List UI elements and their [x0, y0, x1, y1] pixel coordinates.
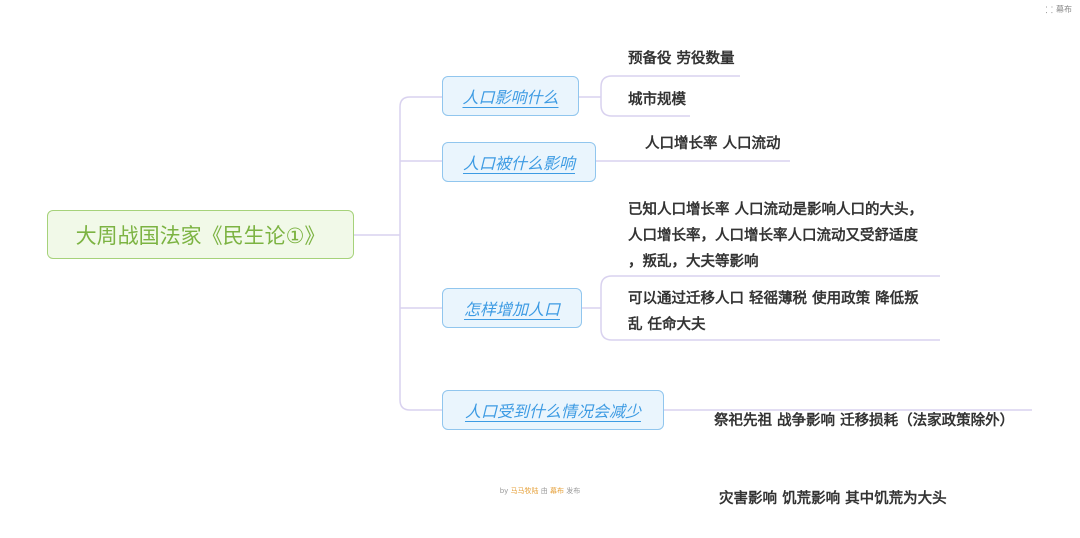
footer-by: by	[499, 487, 509, 495]
note-line: ，叛乱，大夫等影响	[628, 254, 759, 270]
fullscreen-icon: ⸬	[1045, 6, 1054, 16]
footer-via: 由	[540, 487, 548, 495]
note-line: 已知人口增长率 人口流动是影响人口的大头，	[628, 202, 924, 218]
connector-topic-1-children	[579, 75, 740, 117]
footer-author[interactable]: 马马牧陆	[510, 487, 539, 495]
topic-label: 人口影响什么	[462, 88, 559, 107]
connector-topic-3-children	[582, 275, 940, 341]
note-line: 人口增长率，人口增长率人口流动又受舒适度	[628, 228, 918, 244]
root-node: 大周战国法家《民生论①》	[47, 210, 354, 259]
note: 已知人口增长率 人口流动是影响人口的大头， 人口增长率，人口增长率人口流动又受舒…	[628, 197, 923, 275]
brand-label: 幕布	[1056, 5, 1072, 14]
note-line: 可以通过迁移人口 轻徭薄税 使用政策 降低叛	[628, 291, 919, 307]
root-title: 大周战国法家《民生论①》	[75, 223, 326, 248]
topic-label: 怎样增加人口	[463, 300, 560, 319]
spine	[399, 96, 442, 411]
topic-node[interactable]: 人口影响什么	[442, 76, 579, 116]
connector-lines	[354, 75, 1032, 411]
brand-button[interactable]: ⸬ 幕布	[1046, 3, 1072, 16]
topic-label: 人口受到什么情况会减少	[464, 402, 641, 421]
note: 祭祀先祖 战争影响 迁移损耗（法家政策除外） 灾害影响 饥荒影响 其中饥荒为大头	[714, 356, 1014, 538]
footer-brand[interactable]: 幕布	[550, 487, 565, 495]
footer-published: 发布	[566, 487, 581, 495]
topic-node[interactable]: 怎样增加人口	[442, 288, 582, 328]
topic-node[interactable]: 人口受到什么情况会减少	[442, 390, 664, 430]
note: 城市规模	[628, 92, 686, 108]
note-line: 乱 任命大夫	[628, 317, 706, 333]
note-line: 祭祀先祖 战争影响 迁移损耗（法家政策除外）	[714, 413, 1015, 429]
topic-label: 人口被什么影响	[462, 154, 575, 173]
topic-node[interactable]: 人口被什么影响	[442, 142, 596, 182]
note: 预备役 劳役数量	[628, 51, 735, 67]
note: 可以通过迁移人口 轻徭薄税 使用政策 降低叛 乱 任命大夫	[628, 286, 919, 338]
footer-credit: by 马马牧陆 由 幕布 发布	[0, 486, 1080, 496]
note: 人口增长率 人口流动	[645, 136, 781, 152]
